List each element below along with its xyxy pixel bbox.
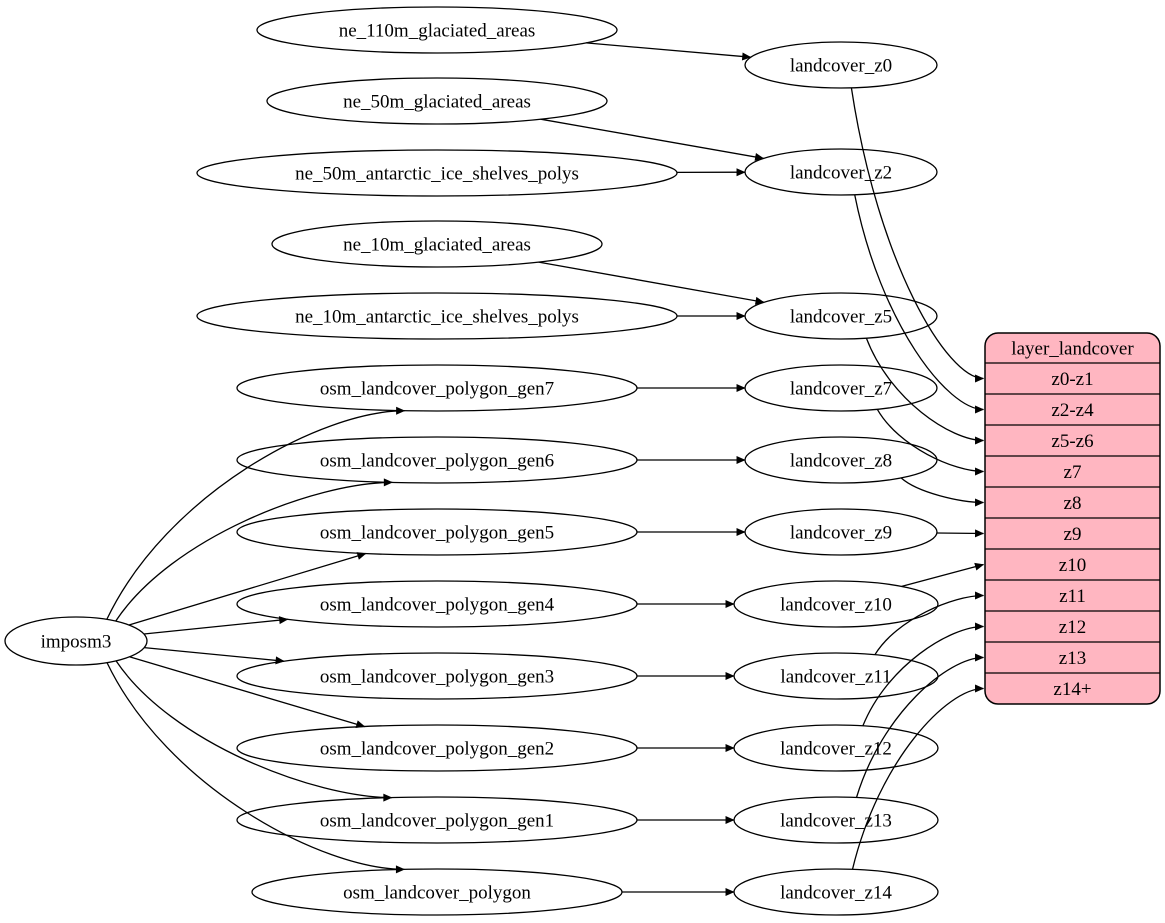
table-row-z2-z4: z2-z4	[1051, 400, 1094, 421]
table-row-z0-z1: z0-z1	[1051, 369, 1093, 390]
edge-landcover_z11-to-row-z11	[874, 591, 985, 656]
edge-landcover_z0-to-row-z0-z1	[850, 87, 985, 383]
node-label: landcover_z0	[790, 56, 892, 77]
edge-imposm3-to-osm_landcover_polygon_gen2	[129, 656, 366, 729]
edge-landcover_z10-to-row-z10	[901, 562, 985, 588]
edge-landcover_z13-to-row-z13	[855, 653, 985, 798]
node-label: landcover_z11	[780, 667, 891, 688]
edge-landcover_z7-to-row-z7	[876, 408, 985, 476]
node-landcover_z11: landcover_z11	[733, 652, 939, 700]
node-osm_landcover_polygon_gen7: osm_landcover_polygon_gen7	[236, 364, 638, 412]
node-label: landcover_z10	[780, 595, 892, 616]
node-label: landcover_z13	[780, 811, 892, 832]
node-ne_10m_antarctic_ice_shelves_polys: ne_10m_antarctic_ice_shelves_polys	[196, 292, 678, 340]
node-imposm3: imposm3	[4, 616, 148, 666]
node-landcover_z2: landcover_z2	[744, 148, 938, 196]
edge-imposm3-to-osm_landcover_polygon_gen3	[144, 646, 285, 665]
table-row-z7: z7	[1064, 462, 1082, 483]
node-label: landcover_z8	[790, 451, 892, 472]
node-landcover_z12: landcover_z12	[733, 724, 939, 772]
node-label: osm_landcover_polygon_gen6	[320, 451, 554, 472]
node-label: ne_50m_antarctic_ice_shelves_polys	[295, 164, 579, 185]
edge-landcover_z12-to-row-z12	[862, 622, 985, 727]
node-label: ne_50m_glaciated_areas	[343, 92, 531, 113]
table-row-z8: z8	[1064, 493, 1082, 514]
node-label: osm_landcover_polygon_gen7	[320, 379, 554, 400]
node-label: ne_10m_glaciated_areas	[343, 235, 531, 256]
node-ne_110m_glaciated_areas: ne_110m_glaciated_areas	[256, 6, 618, 54]
node-osm_landcover_polygon_gen2: osm_landcover_polygon_gen2	[236, 724, 638, 772]
table-row-z11: z11	[1059, 586, 1086, 607]
node-osm_landcover_polygon_gen4: osm_landcover_polygon_gen4	[236, 580, 638, 628]
table-row-z12: z12	[1059, 617, 1086, 638]
node-label: landcover_z9	[790, 523, 892, 544]
edge-imposm3-to-osm_landcover_polygon	[106, 662, 406, 874]
node-osm_landcover_polygon_gen3: osm_landcover_polygon_gen3	[236, 652, 638, 700]
node-landcover_z14: landcover_z14	[733, 868, 939, 916]
edge-imposm3-to-osm_landcover_polygon_gen5	[128, 552, 367, 626]
edge-imposm3-to-osm_landcover_polygon_gen7	[106, 406, 406, 620]
node-ne_50m_glaciated_areas: ne_50m_glaciated_areas	[266, 77, 608, 125]
node-osm_landcover_polygon_gen1: osm_landcover_polygon_gen1	[236, 796, 638, 844]
node-landcover_z7: landcover_z7	[744, 364, 938, 412]
edge-landcover_z14-to-row-z14+	[851, 684, 985, 870]
node-label: osm_landcover_polygon_gen2	[320, 739, 554, 760]
edge-ne_10m_glaciated_areas-to-landcover_z5	[538, 261, 765, 305]
node-label: landcover_z5	[790, 307, 892, 328]
node-ne_50m_antarctic_ice_shelves_polys: ne_50m_antarctic_ice_shelves_polys	[196, 149, 678, 197]
table-title: layer_landcover	[1011, 339, 1134, 360]
node-landcover_z5: landcover_z5	[744, 292, 938, 340]
node-landcover_z8: landcover_z8	[744, 436, 938, 484]
node-label: landcover_z7	[790, 379, 892, 400]
node-landcover_z9: landcover_z9	[744, 508, 938, 556]
node-label: ne_110m_glaciated_areas	[339, 21, 536, 42]
node-landcover_z13: landcover_z13	[733, 796, 939, 844]
node-ne_10m_glaciated_areas: ne_10m_glaciated_areas	[271, 220, 603, 268]
node-label: landcover_z2	[790, 163, 892, 184]
edge-imposm3-to-osm_landcover_polygon_gen1	[115, 660, 393, 802]
edge-ne_50m_glaciated_areas-to-landcover_z2	[540, 118, 765, 161]
node-osm_landcover_polygon_gen6: osm_landcover_polygon_gen6	[236, 436, 638, 484]
node-label: osm_landcover_polygon_gen1	[320, 811, 554, 832]
edge-imposm3-to-osm_landcover_polygon_gen6	[115, 478, 393, 622]
node-label: landcover_z12	[780, 739, 892, 760]
table-row-z14+: z14+	[1053, 679, 1091, 700]
node-landcover_z0: landcover_z0	[744, 41, 938, 89]
table-row-z13: z13	[1059, 648, 1086, 669]
edge-landcover_z5-to-row-z5-z6	[865, 337, 985, 445]
node-label: ne_10m_antarctic_ice_shelves_polys	[295, 307, 579, 328]
node-label: landcover_z14	[780, 883, 892, 904]
node-label: osm_landcover_polygon_gen3	[320, 667, 554, 688]
node-osm_landcover_polygon: osm_landcover_polygon	[251, 868, 623, 916]
table-layer_landcover: layer_landcover z0-z1 z2-z4 z5-z6 z7 z8 z9 z10 z…	[984, 332, 1161, 705]
edge-landcover_z2-to-row-z2-z4	[854, 194, 985, 414]
node-label: osm_landcover_polygon_gen5	[320, 523, 554, 544]
table-row-z9: z9	[1064, 524, 1082, 545]
node-label: osm_landcover_polygon	[343, 883, 531, 904]
node-landcover_z10: landcover_z10	[733, 580, 939, 628]
node-label: osm_landcover_polygon_gen4	[320, 595, 555, 616]
table-row-z10: z10	[1059, 555, 1086, 576]
node-label: imposm3	[41, 632, 112, 653]
edge-landcover_z9-to-row-z9	[936, 529, 985, 538]
edge-ne_110m_glaciated_areas-to-landcover_z0	[585, 42, 752, 61]
table-row-z5-z6: z5-z6	[1051, 431, 1093, 452]
node-osm_landcover_polygon_gen5: osm_landcover_polygon_gen5	[236, 508, 638, 556]
edge-imposm3-to-osm_landcover_polygon_gen4	[143, 616, 289, 635]
edge-landcover_z8-to-row-z8	[900, 477, 985, 507]
